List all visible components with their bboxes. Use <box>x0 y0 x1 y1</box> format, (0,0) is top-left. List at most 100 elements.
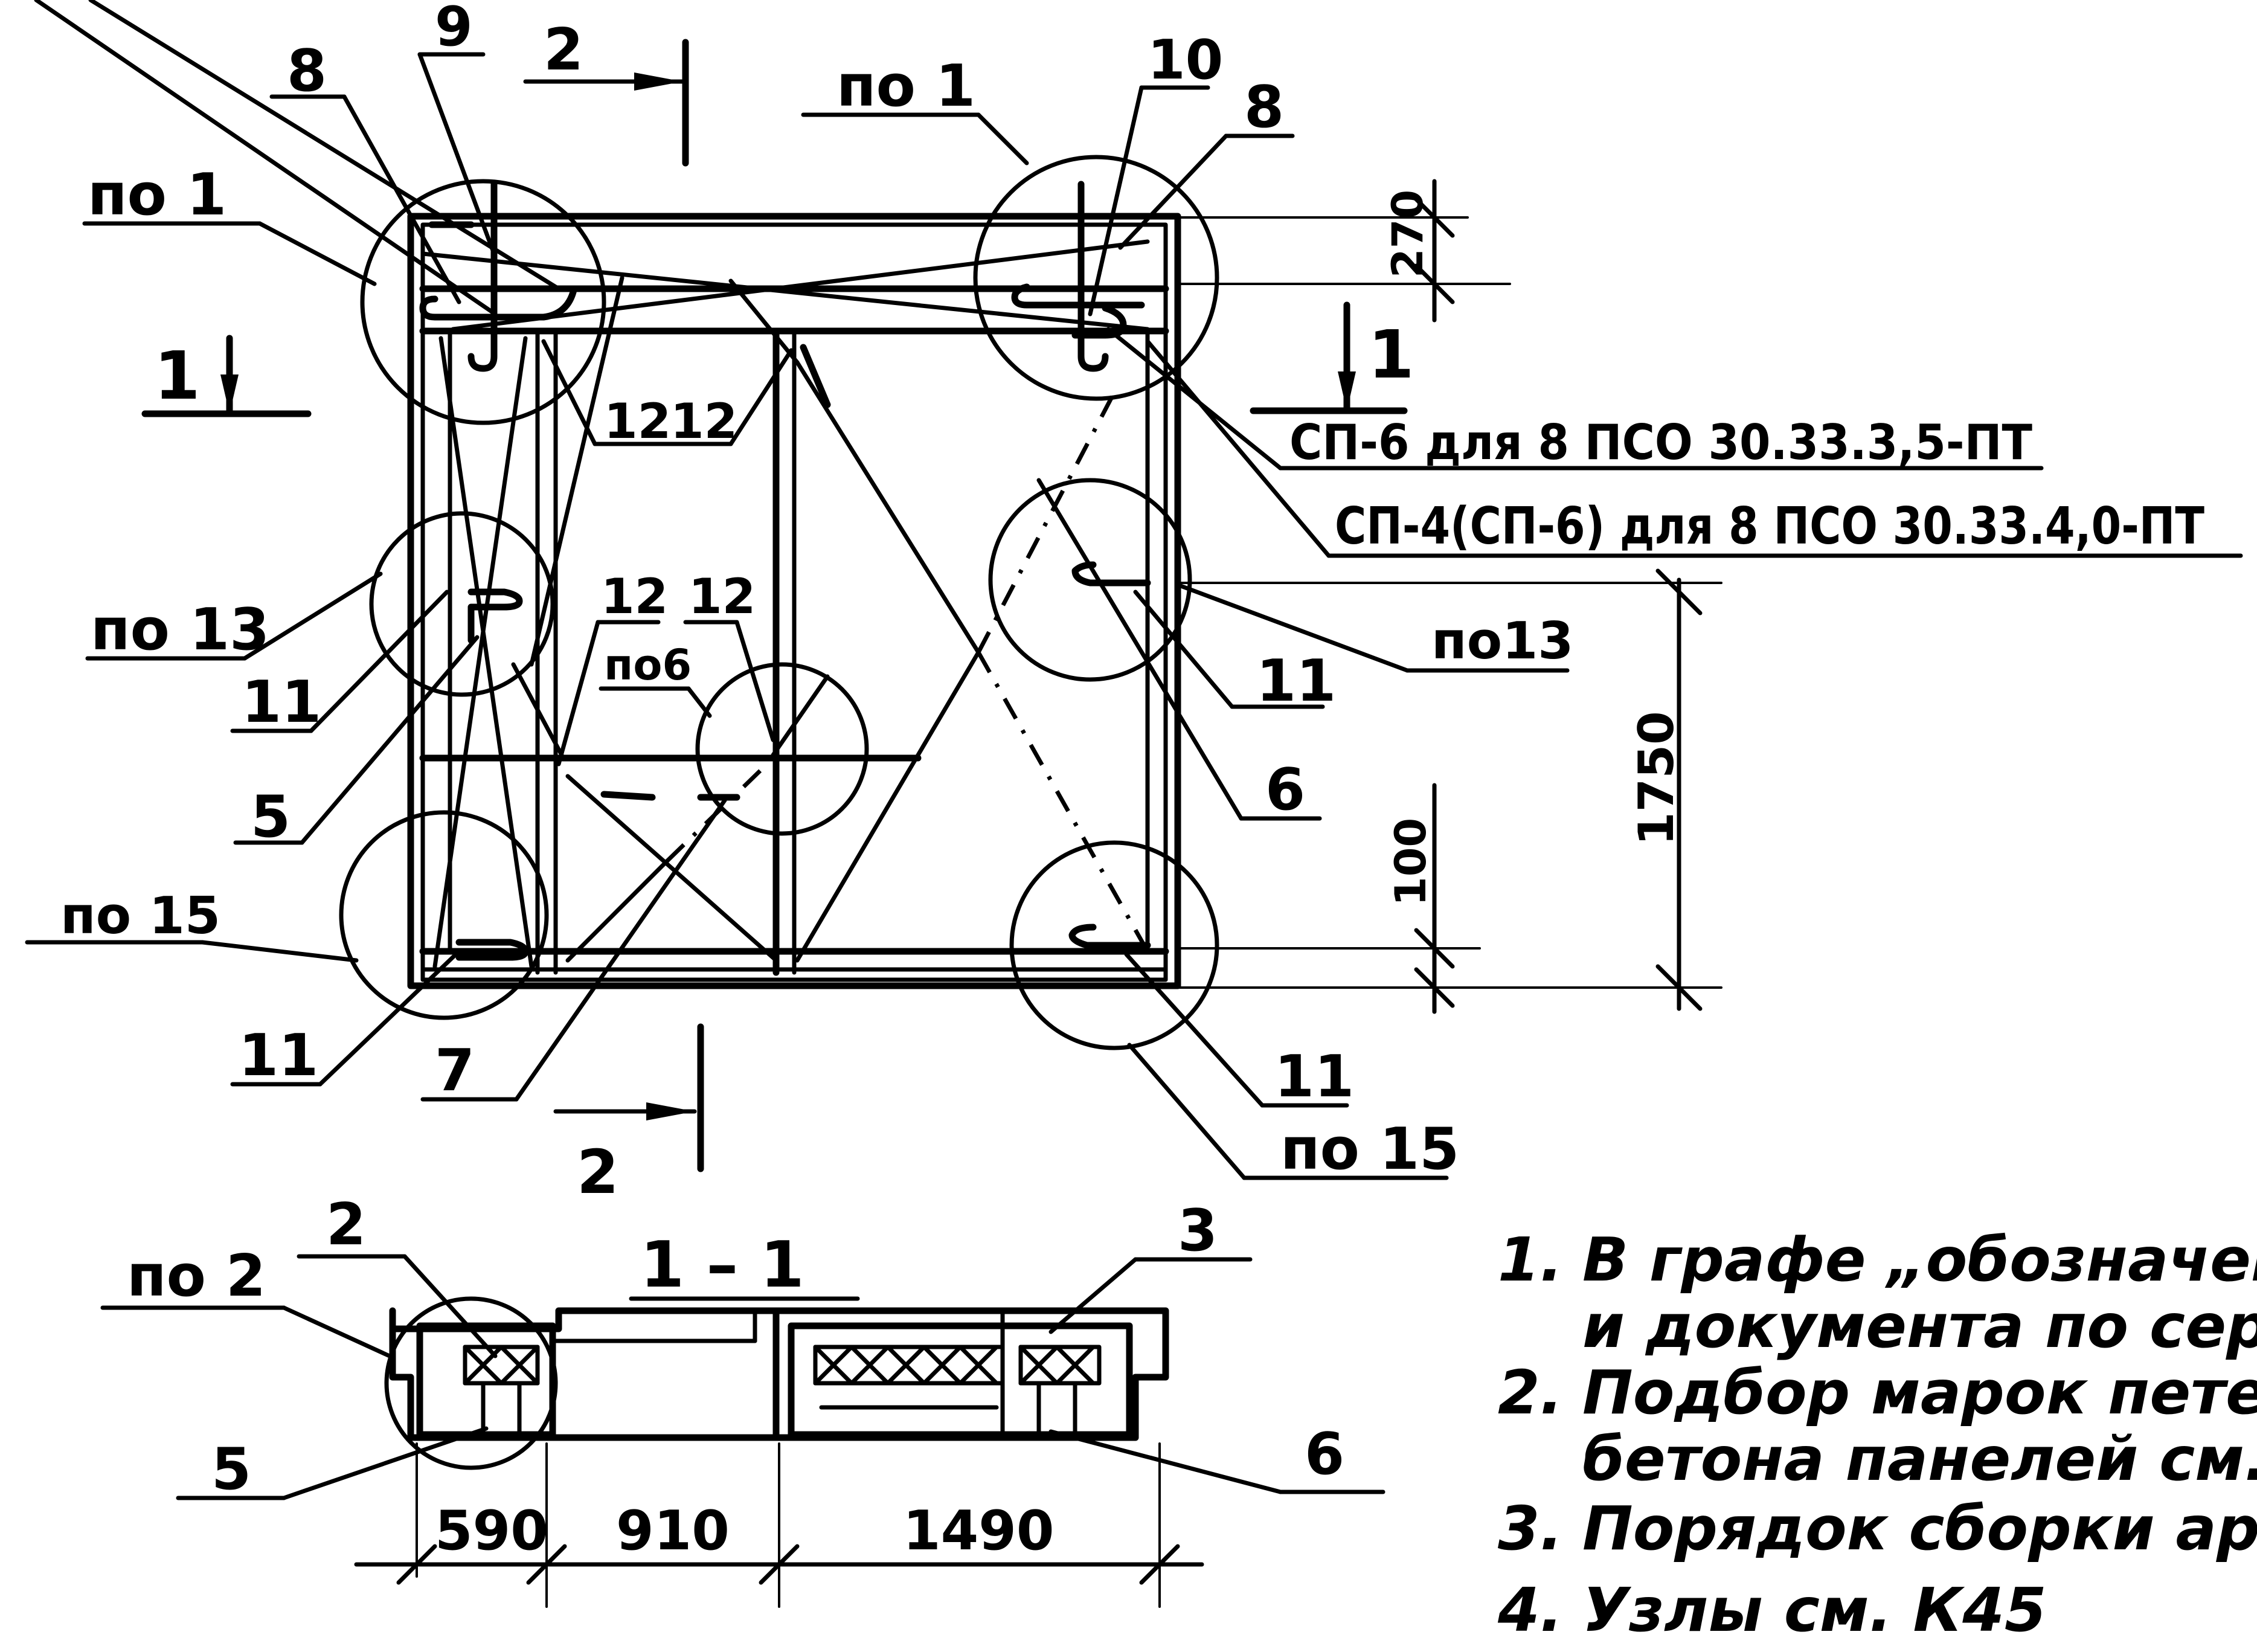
hatch-l4 <box>499 1345 540 1386</box>
leader-5-plan <box>300 635 480 845</box>
dim-tick-a <box>396 1544 437 1585</box>
leader-8-left <box>342 94 461 304</box>
loop-top-right-2 <box>1071 304 1127 339</box>
mark-6-plan-label: 6 <box>1265 757 1305 823</box>
dim-1750-label: 1750 <box>1628 711 1684 846</box>
leader-diag-2 <box>34 0 498 317</box>
mark-5-section-label: 5 <box>211 1436 251 1503</box>
note-3-num: 3. <box>1498 1493 1563 1564</box>
leader-po13-right <box>1178 583 1410 673</box>
leader-12b <box>728 348 794 446</box>
note-1-line2: и документа по сери <box>1582 1291 2257 1361</box>
node-circle-po13-right <box>988 478 1192 682</box>
right-diag-a <box>795 360 981 655</box>
leader-11-rb <box>1124 952 1265 1108</box>
leader-10 <box>1088 85 1144 317</box>
note-4-num: 4. <box>1497 1575 1563 1645</box>
po6-label: по6 <box>604 640 692 690</box>
note-1-line1: В графе „обозначение <box>1582 1224 2257 1295</box>
short-diag-right <box>771 674 830 757</box>
node-circle-po1-left <box>360 179 606 425</box>
section-2-bottom-arrowhead <box>646 1102 695 1120</box>
dim-270-tick-2 <box>1414 263 1455 304</box>
dim-tick-c <box>759 1544 800 1585</box>
section-1-right-arrowhead <box>1338 371 1356 411</box>
section-2-top-arrowhead <box>634 72 682 91</box>
section-1-left-label: 1 <box>154 337 201 414</box>
mark-11-right-bot-label: 11 <box>1274 1044 1354 1110</box>
node-circle-po15-left <box>339 810 549 1020</box>
mark-9-label: 9 <box>435 0 473 59</box>
leader-2 <box>402 1254 498 1358</box>
note-2-line1: Подбор марок петель <box>1582 1357 2257 1428</box>
mark-7-label: 7 <box>435 1038 475 1104</box>
spec-sp6-label: СП-6 для 8 ПСО 30.33.3,5-ПТ <box>1289 414 2032 471</box>
mark-8-right-label: 8 <box>1244 74 1284 141</box>
node-circle-po15-right <box>1009 840 1219 1050</box>
po1-left-label: по 1 <box>88 162 226 228</box>
po13-left-label: по 13 <box>91 597 269 663</box>
leader-12d <box>734 620 775 742</box>
leader-7 <box>514 798 727 1102</box>
section-1-1-view: 1 – 1 2 3 по 2 <box>100 1192 1385 1608</box>
mark-12d-label: 12 <box>689 568 756 625</box>
plan-annotations: 2 9 8 по 1 1 по 1 10 8 <box>25 0 2243 1207</box>
hook-11-left-bot <box>455 939 529 961</box>
mark-11-left-bot-label: 11 <box>239 1023 318 1089</box>
section-2-top-label: 2 <box>544 17 583 83</box>
mid-diag-top <box>728 278 800 365</box>
mark-6-section-label: 6 <box>1305 1421 1344 1488</box>
leader-11-lt <box>309 590 449 733</box>
dim-tick-b <box>526 1544 567 1585</box>
leader-po1-right <box>976 112 1029 166</box>
section-right-hatch-1 <box>813 1345 999 1386</box>
mark-3-label: 3 <box>1178 1198 1218 1264</box>
bent-bar-12 <box>529 275 624 667</box>
section-left-box <box>416 1322 556 1438</box>
note-3-line1: Порядок сборки арм <box>1582 1493 2257 1564</box>
note-2-line2: бетона панелей см. <box>1582 1424 2257 1494</box>
mark-10-label: 10 <box>1148 28 1223 92</box>
node-circle-po6 <box>695 662 869 836</box>
mark-11-right-top-label: 11 <box>1256 648 1336 715</box>
top-diag-a <box>420 251 1150 332</box>
leader-6-plan <box>1036 478 1244 821</box>
leader-12c <box>556 620 600 767</box>
leader-6-section <box>1048 1429 1283 1494</box>
hook-11-left-top <box>467 588 523 644</box>
loop-top-right <box>1011 283 1145 309</box>
dim-270-label: 270 <box>1383 190 1433 278</box>
dim-270-tick-1 <box>1414 197 1455 238</box>
section-right-insulation-2 <box>1018 1345 1102 1386</box>
section-left-profile <box>389 1307 780 1441</box>
plan-outer-frame <box>407 213 1181 989</box>
leader-po6 <box>686 686 712 718</box>
mark-12c-label: 12 <box>601 568 668 625</box>
plan-view <box>34 0 1219 1050</box>
spec-sp4-label: СП-4(СП-6) для 8 ПСО 30.33.4,0-ПТ <box>1335 497 2204 556</box>
section-left-insulation <box>463 1345 540 1386</box>
right-diag-b <box>795 650 981 963</box>
section-2-bottom-label: 2 <box>577 1137 619 1207</box>
note-4-line1: Узлы см. К45 <box>1582 1575 2046 1645</box>
leader-po15-left <box>200 940 359 963</box>
po15-left-label: по 15 <box>60 886 220 946</box>
leader-po15-right <box>1127 1043 1247 1180</box>
hook-12-tick <box>800 344 831 408</box>
dim-1750-tick-1 <box>1655 568 1703 615</box>
leader-8-right <box>1118 133 1228 250</box>
leader-9 <box>417 52 496 256</box>
leader-po13-left <box>242 571 383 661</box>
dim-100-label: 100 <box>1386 818 1436 906</box>
lower-mid-diag-a <box>565 774 779 963</box>
leader-12a <box>541 339 597 446</box>
mark-12a-label: 12 <box>604 393 671 449</box>
dim-590-label: 590 <box>435 1499 548 1563</box>
left-diag-a <box>438 336 534 969</box>
mark-8-left-label: 8 <box>287 38 327 104</box>
hook-10 <box>1077 181 1109 372</box>
leader-11-lb <box>318 949 461 1087</box>
short-diag-left <box>511 662 564 757</box>
po2-label: по 2 <box>127 1243 266 1310</box>
